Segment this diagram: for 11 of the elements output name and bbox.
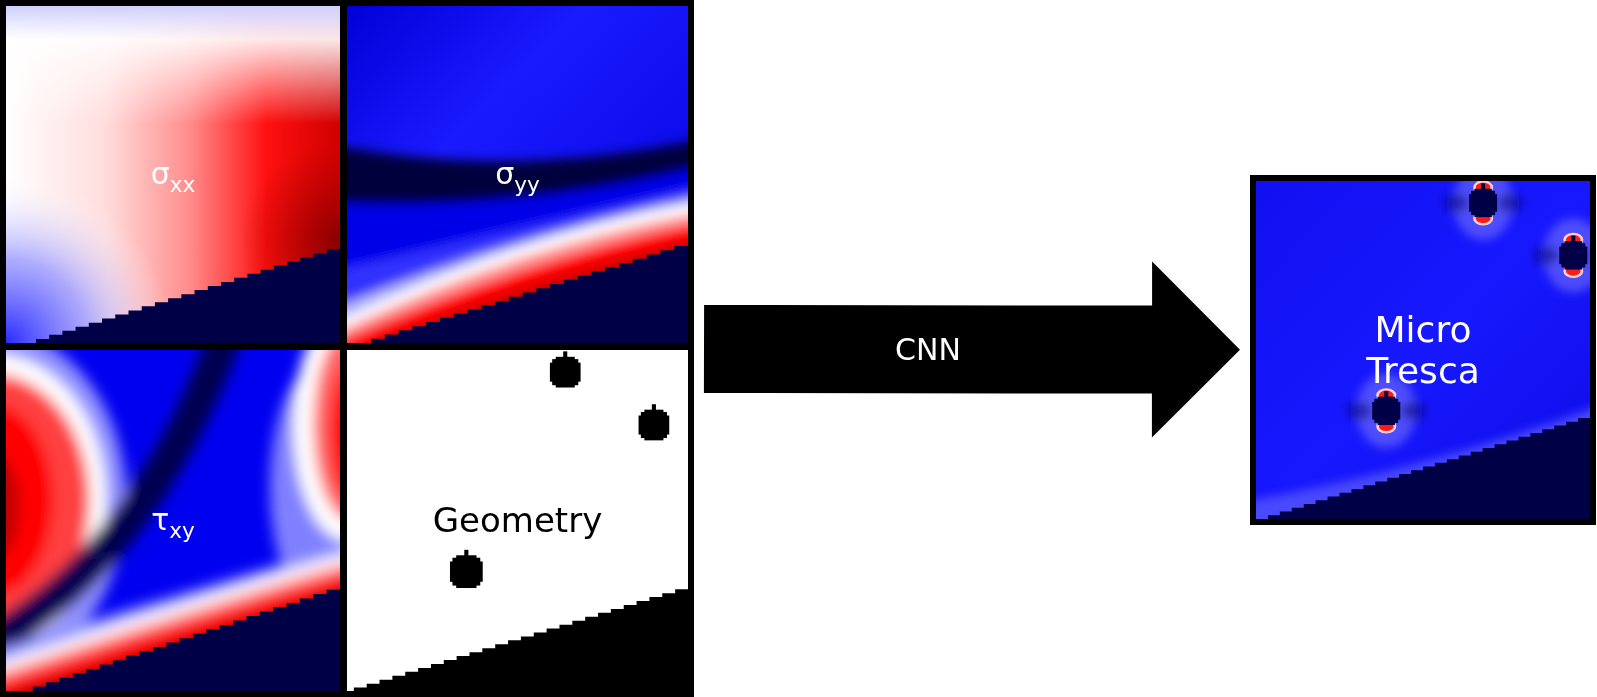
stress-heatmap xyxy=(347,6,688,343)
geometry-map xyxy=(347,350,688,691)
heatmap-label: Micro Tresca xyxy=(1365,308,1481,392)
heatmap-label: σ$_{xx}$ xyxy=(150,157,196,192)
stress-heatmap xyxy=(1250,175,1596,525)
geometry-label: Geometry xyxy=(432,500,603,541)
stress-heatmap xyxy=(6,6,340,343)
block-arrow xyxy=(703,261,1240,438)
edge-label: CNN xyxy=(895,331,961,367)
stress-heatmap xyxy=(6,350,340,691)
panel-grid xyxy=(0,0,694,697)
